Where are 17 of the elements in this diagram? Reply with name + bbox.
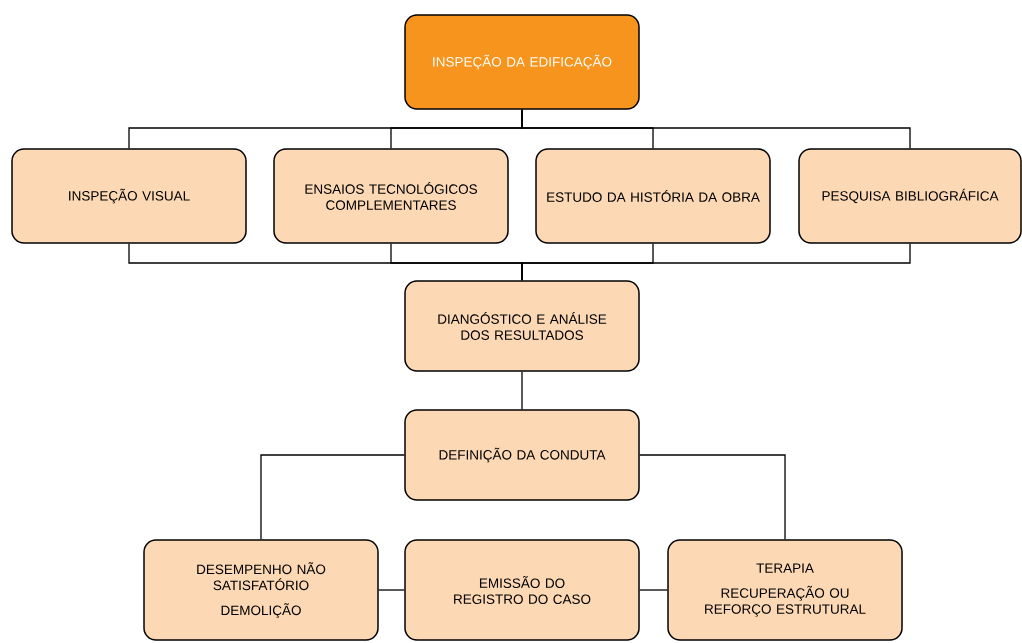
connector-line xyxy=(521,243,911,281)
process-box: ESTUDO DA HISTÓRIA DA OBRA xyxy=(535,148,771,244)
process-box: ENSAIOS TECNOLÓGICOS COMPLEMENTARES xyxy=(273,148,509,244)
process-box: PESQUISA BIBLIOGRÁFICA xyxy=(798,148,1022,244)
process-box: DEFINIÇÃO DA CONDUTA xyxy=(404,409,640,501)
process-box: DESEMPENHO NÃO SATISFATÓRIO DEMOLIÇÃO xyxy=(143,539,379,641)
connector-line xyxy=(378,589,405,591)
connector-line xyxy=(260,454,405,540)
process-box: INSPEÇÃO VISUAL xyxy=(11,148,247,244)
process-box: EMISSÃO DO REGISTRO DO CASO xyxy=(404,539,640,641)
connector-line xyxy=(639,589,668,591)
connector-line xyxy=(521,109,911,149)
process-box: DIANGÓSTICO E ANÁLISE DOS RESULTADOS xyxy=(404,280,640,372)
connector-line xyxy=(521,371,523,410)
connector-line xyxy=(639,454,786,540)
start-box: INSPEÇÃO DA EDIFICAÇÃO xyxy=(404,14,640,110)
process-box: TERAPIA RECUPERAÇÃO OU REFORÇO ESTRUTURAL xyxy=(667,539,903,641)
